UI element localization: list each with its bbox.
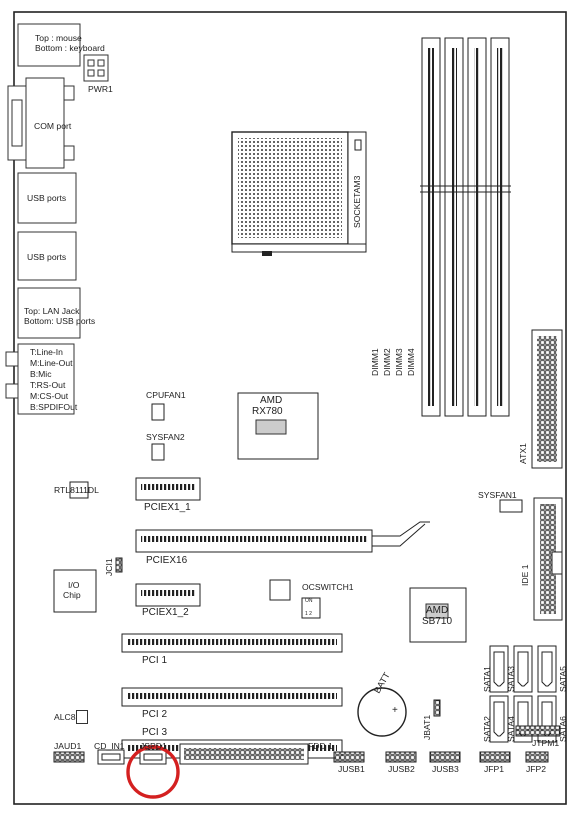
fdd1-label: FDD 1: [308, 741, 333, 751]
batt-plus-label: +: [392, 705, 398, 716]
io-chip-label-2: Chip: [63, 590, 81, 600]
sysfan2-label: SYSFAN2: [146, 432, 185, 442]
pci3-label: PCI 3: [142, 727, 168, 738]
sata5-label: SATA5: [558, 666, 568, 692]
jaud1-label: JAUD1: [54, 741, 82, 751]
audio-label-2: M:Line-Out: [30, 358, 73, 368]
jtpm1-header: [515, 725, 561, 737]
ocswitch1: [269, 579, 321, 619]
jci1-header: [115, 557, 123, 573]
northbridge-chip: [237, 392, 319, 460]
sysfan1-header: [499, 499, 523, 513]
socket-label: SOCKETAM3: [352, 175, 362, 228]
com-port-label: COM port: [34, 121, 72, 131]
dimm3-label: DIMM3: [394, 348, 404, 376]
ps2-label-bottom: Bottom : keyboard: [35, 43, 105, 53]
jusb1-label: JUSB1: [338, 764, 365, 774]
jfp2-label: JFP2: [526, 764, 547, 774]
southbridge-label-2: SB710: [422, 616, 453, 627]
pci1-label: PCI 1: [142, 655, 168, 666]
pciex16-slot: [135, 521, 430, 553]
ide1-label: IDE 1: [520, 564, 530, 587]
rtl-label: RTL8111DL: [54, 485, 99, 495]
northbridge-label-2: RX780: [252, 406, 283, 417]
ocswitch1-label: OCSWITCH1: [302, 582, 354, 592]
pci2-label: PCI 2: [142, 709, 168, 720]
highlight-circle: [126, 745, 180, 799]
usb-ports-1-label: USB ports: [27, 193, 67, 203]
pciex1-1-slot: [135, 477, 201, 501]
sata-connectors: [489, 645, 557, 743]
ide1-connector: [533, 497, 563, 621]
pciex1-2-label: PCIEX1_2: [142, 607, 189, 618]
jci1-label: JCI1: [104, 558, 114, 576]
audio-label-6: B:SPDIFOut: [30, 402, 78, 412]
jusb3-header: [429, 751, 461, 763]
pci2-slot: [121, 687, 343, 707]
lan-usb-ports: [17, 287, 81, 339]
rear-io-panel: [5, 23, 109, 415]
jusb2-label: JUSB2: [388, 764, 415, 774]
audio-label-4: T:RS-Out: [30, 380, 66, 390]
jusb1-header: [333, 751, 365, 763]
audio-jacks: [17, 343, 75, 415]
northbridge-label-1: AMD: [260, 395, 283, 406]
sata1-label: SATA1: [482, 666, 492, 692]
usb-ports-1: [17, 172, 77, 224]
pciex1-2-slot: [135, 583, 201, 607]
atx1-label: ATX1: [518, 443, 528, 464]
sata2-label: SATA2: [482, 716, 492, 742]
cd-in1-label: CD_IN1: [94, 741, 125, 751]
ps2-label-top: Top : mouse: [35, 33, 82, 43]
io-chip-label-1: I/O: [68, 580, 80, 590]
rtl8111dl-chip: [69, 481, 89, 499]
audio-label-3: B:Mic: [30, 369, 52, 379]
alc889-chip: [76, 710, 88, 724]
jfp1-header: [479, 751, 511, 763]
jbat1-header: [433, 699, 441, 717]
jtpm1-label: JTPM1: [532, 738, 560, 748]
dimm2-label: DIMM2: [382, 348, 392, 376]
lan-label-bottom: Bottom: USB ports: [24, 316, 96, 326]
sysfan2-header: [151, 443, 165, 461]
pciex16-label: PCIEX16: [146, 555, 188, 566]
battery: [357, 687, 407, 737]
dip-12-label: 1 2: [305, 611, 312, 617]
cpufan1-header: [151, 403, 165, 421]
cpufan1-label: CPUFAN1: [146, 390, 186, 400]
sysfan1-label: SYSFAN1: [478, 490, 517, 500]
sata4-label: SATA4: [506, 716, 516, 742]
dip-on-label: ON: [305, 598, 313, 604]
jusb2-header: [385, 751, 417, 763]
dimm1-label: DIMM1: [370, 348, 380, 376]
audio-label-5: M:CS-Out: [30, 391, 69, 401]
usb-ports-2: [17, 231, 77, 281]
jbat1-label: JBAT1: [422, 714, 432, 740]
jaud1-header: [53, 751, 85, 763]
cpu-socket: [231, 131, 367, 256]
io-chip: [53, 569, 97, 613]
pciex1-1-label: PCIEX1_1: [144, 502, 191, 513]
dimm-slots: [420, 37, 511, 417]
ps2-ports: [17, 23, 81, 67]
sata6-label: SATA6: [558, 716, 568, 742]
jfp1-label: JFP1: [484, 764, 505, 774]
lan-label-top: Top: LAN Jack: [24, 306, 80, 316]
jfp2-header: [525, 751, 549, 763]
audio-label-1: T:Line-In: [30, 347, 63, 357]
sata3-label: SATA3: [506, 666, 516, 692]
pwr1-label: PWR1: [88, 84, 113, 94]
usb-ports-2-label: USB ports: [27, 252, 67, 262]
alc889-label: ALC889: [54, 712, 86, 722]
jspd1-label: JSPD1: [140, 741, 167, 751]
jusb3-label: JUSB3: [432, 764, 459, 774]
southbridge-chip: [409, 587, 467, 643]
southbridge-label-1: AMD: [426, 605, 449, 616]
pci1-slot: [121, 633, 343, 653]
atx-power-connector: [531, 329, 563, 469]
dimm4-label: DIMM4: [406, 348, 416, 376]
